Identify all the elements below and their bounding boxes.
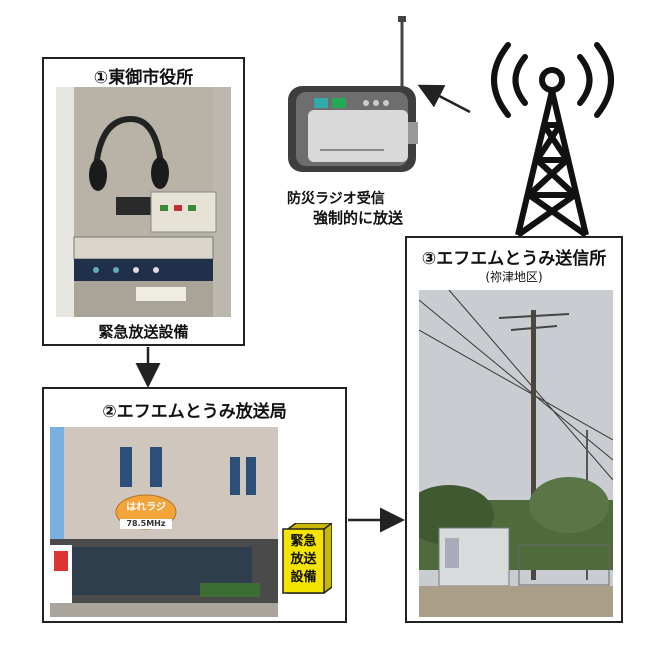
city-hall-title: ①東御市役所	[93, 68, 194, 88]
emergency-equipment-box: 緊急放送設備	[282, 523, 332, 595]
radio-caption-line2: 強制的に放送	[313, 209, 404, 227]
radio-tower-icon	[470, 25, 635, 245]
radio-caption-line1: 防災ラジオ受信	[287, 191, 385, 207]
city-hall-panel: ①東御市役所 緊急放送設備	[42, 57, 245, 346]
disaster-radio	[284, 14, 424, 184]
arrow-tower-to-radio	[417, 84, 471, 114]
city-hall-caption: 緊急放送設備	[98, 323, 189, 341]
emergency-equipment-label: 緊急放送設備	[290, 534, 317, 585]
transmitter-subtitle: (祢津地区)	[485, 270, 543, 284]
broadcast-station-panel: ②エフエムとうみ放送局 はれラジ 78.5MHz 緊急放送設備	[42, 387, 347, 623]
transmitter-photo	[419, 290, 613, 617]
broadcast-station-photo: はれラジ 78.5MHz	[50, 427, 278, 617]
city-hall-equipment-photo	[56, 87, 231, 317]
broadcast-station-title: ②エフエムとうみ放送局	[102, 402, 287, 422]
station-frequency-text: 78.5MHz	[126, 519, 166, 528]
transmitter-panel: ③エフエムとうみ送信所 (祢津地区)	[405, 236, 623, 623]
station-sign-text: はれラジ	[126, 502, 166, 513]
transmitter-title: ③エフエムとうみ送信所	[421, 249, 607, 269]
